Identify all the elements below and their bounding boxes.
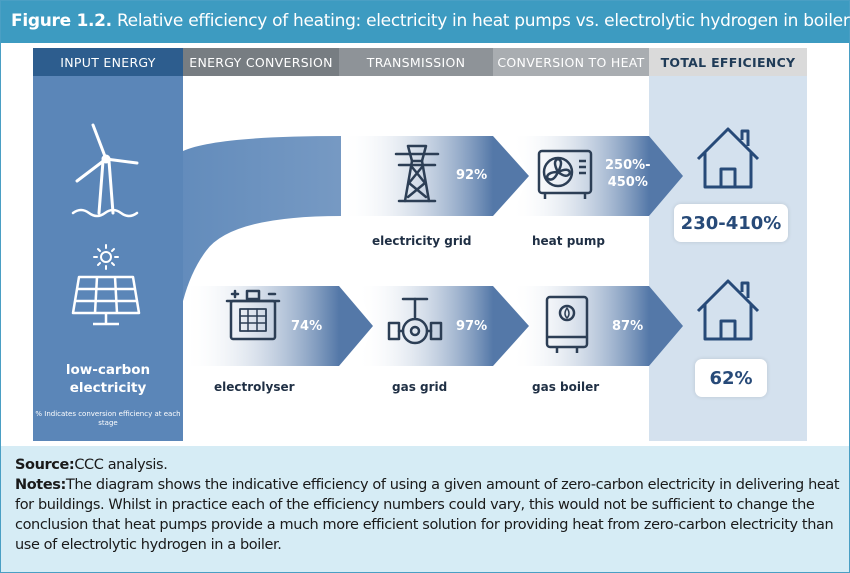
electricity-curve-band (183, 136, 341, 301)
electrolyser-label: electrolyser (214, 380, 295, 394)
gas-boiler-label: gas boiler (532, 380, 600, 394)
input-energy-column (33, 76, 183, 441)
heat-pump-label: heat pump (532, 234, 605, 248)
electricity-grid-pct: 92% (456, 168, 488, 183)
header-conversion-to-heat: CONVERSION TO HEAT (493, 48, 649, 76)
conversion-note: % Indicates conversion efficiency at eac… (35, 410, 181, 427)
electricity-grid-arrow (493, 136, 529, 216)
notes-line: Notes:The diagram shows the indicative e… (15, 475, 845, 555)
electrolyser-pct: 74% (291, 319, 323, 334)
gas-boiler-pct: 87% (612, 319, 644, 334)
gas-boiler-segment (511, 286, 649, 366)
figure-title-text: Relative efficiency of heating: electric… (116, 11, 850, 31)
wind-turbine-icon (71, 123, 139, 218)
notes-label: Notes: (15, 477, 66, 493)
header-transmission: TRANSMISSION (339, 48, 493, 76)
notes-panel: Source:CCC analysis. Notes:The diagram s… (1, 446, 849, 572)
low-carbon-electricity-label: low-carbon electricity (65, 362, 151, 396)
electricity-grid-segment (341, 136, 493, 216)
flow-diagram (71, 123, 760, 366)
gas-grid-pct: 97% (456, 319, 488, 334)
sun-icon (93, 244, 119, 270)
electricity-grid-label: electricity grid (372, 234, 472, 248)
source-line: Source:CCC analysis. (15, 455, 845, 475)
electrolyser-arrow (339, 286, 373, 366)
total-efficiency-hydrogen: 62% (695, 359, 767, 397)
source-text: CCC analysis. (74, 457, 168, 473)
heat-pump-pct: 250%- 450% (605, 157, 651, 191)
figure-number: Figure 1.2. (11, 11, 112, 31)
house-icon (696, 127, 760, 189)
heat-pump-pct-line1: 250%- (605, 158, 651, 173)
electrolyser-segment (183, 286, 339, 366)
notes-text: The diagram shows the indicative efficie… (15, 477, 840, 553)
header-total-efficiency: TOTAL EFFICIENCY (649, 48, 807, 76)
figure-title: Figure 1.2. Relative efficiency of heati… (11, 11, 850, 31)
header-input-energy: INPUT ENERGY (33, 48, 183, 76)
house-icon-hydrogen (696, 279, 760, 341)
heat-pump-fan-icon (537, 149, 593, 199)
electrolyser-icon (225, 289, 281, 341)
total-efficiency-electricity: 230-410% (674, 204, 788, 242)
heat-pump-pct-line2: 450% (607, 175, 648, 190)
gas-boiler-icon (545, 295, 589, 353)
heat-pump-arrow (649, 136, 683, 216)
header-energy-conversion: ENERGY CONVERSION (183, 48, 339, 76)
gas-valve-icon (387, 297, 443, 345)
title-bar: Figure 1.2. Relative efficiency of heati… (1, 1, 850, 43)
source-label: Source: (15, 457, 75, 473)
solar-panel-icon (71, 275, 141, 326)
gas-grid-arrow (493, 286, 529, 366)
gas-grid-label: gas grid (392, 380, 448, 394)
gas-boiler-arrow (649, 286, 683, 366)
pylon-icon (394, 144, 440, 203)
